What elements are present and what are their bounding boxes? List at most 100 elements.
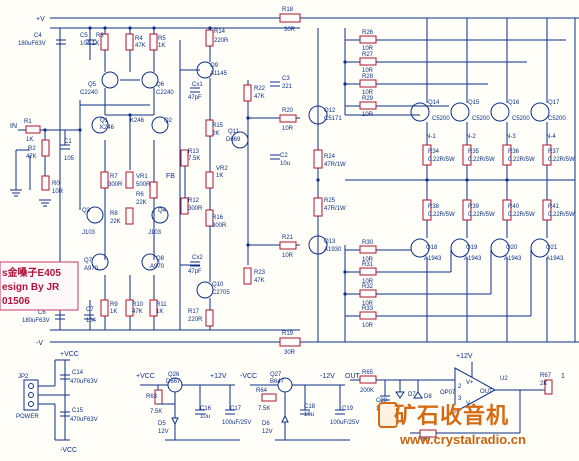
transistor-Q16: Q16 C5200 N-3: [490, 100, 530, 140]
transistor-Q12: Q12 C5171: [308, 105, 342, 125]
svg-text:10R: 10R: [362, 112, 374, 118]
resistor-R35: R35 0.22R/5W: [462, 144, 495, 166]
svg-text:1K: 1K: [92, 41, 99, 47]
transistor-Q2: Q2 K246: [130, 116, 173, 134]
output-pin-label: 1: [561, 373, 565, 380]
svg-text:0.22R/5W: 0.22R/5W: [548, 157, 575, 163]
svg-text:R5: R5: [158, 36, 166, 42]
svg-text:C2240: C2240: [80, 90, 98, 96]
svg-text:A1943: A1943: [546, 256, 564, 262]
resistor-R9: R9 1K: [100, 299, 118, 317]
transistor-Q13: Q13 A1930: [308, 235, 342, 255]
resistor-R19: R19 30R: [279, 331, 301, 356]
resistor-R13: R13 7.5K: [180, 149, 200, 167]
svg-text:200K: 200K: [360, 388, 374, 394]
svg-text:Q9: Q9: [210, 63, 219, 69]
svg-text:47K: 47K: [254, 278, 265, 284]
svg-text:D6: D6: [262, 421, 270, 427]
svg-text:22K: 22K: [110, 219, 121, 225]
transistor-Q21: Q21 A1943: [530, 238, 564, 262]
transistor-Q19: Q19 A1943: [450, 238, 482, 262]
svg-text:10R: 10R: [362, 90, 374, 96]
svg-text:OUT: OUT: [480, 389, 493, 395]
svg-text:R18: R18: [282, 7, 294, 13]
svg-text:47pF: 47pF: [188, 269, 202, 275]
svg-text:U2: U2: [500, 376, 508, 382]
resistor-R22: R22 47K: [243, 84, 266, 102]
resistor-R18: R18 30R: [279, 7, 301, 33]
svg-text:R29: R29: [362, 96, 374, 102]
resistor-R36: R36 0.22R/5W: [502, 144, 535, 166]
bottom-stage-wires: [104, 275, 155, 330]
svg-text:R22: R22: [254, 86, 266, 92]
svg-text:V-: V-: [466, 401, 472, 407]
svg-text:R31: R31: [362, 262, 374, 268]
svg-text:R33: R33: [362, 306, 374, 312]
resistor-R30: R30 10R: [359, 240, 377, 263]
capacitor-C2: C2 10u: [270, 153, 290, 167]
svg-text:R23: R23: [254, 270, 266, 276]
svg-text:R14: R14: [214, 29, 226, 35]
svg-text:Cx1: Cx1: [192, 82, 203, 88]
resistor-R1: R1 1K: [24, 119, 41, 143]
svg-text:10R: 10R: [362, 257, 374, 263]
svg-text:C19: C19: [342, 406, 354, 412]
svg-text:D7: D7: [408, 392, 416, 398]
svg-text:R1: R1: [24, 119, 32, 125]
capacitor-C4: C4 180uF63V: [18, 33, 66, 47]
svg-text:10R: 10R: [362, 68, 374, 74]
svg-text:R13: R13: [188, 149, 200, 155]
resistor-R16: R16 300R: [205, 209, 227, 229]
svg-text:1K: 1K: [156, 309, 163, 315]
svg-text:0.22R/5W: 0.22R/5W: [428, 157, 455, 163]
svg-text:47K: 47K: [26, 154, 37, 160]
svg-text:D669: D669: [226, 137, 241, 143]
svg-text:0.22R/5W: 0.22R/5W: [468, 157, 495, 163]
resistor-R24: R24 47R/1W: [313, 149, 346, 169]
svg-text:0.22R/5W: 0.22R/5W: [508, 157, 535, 163]
transistor-Q20: Q20 A1943: [490, 238, 522, 262]
svg-text:C18: C18: [304, 404, 316, 410]
reg12-wires: [140, 384, 240, 441]
output-top-wires: [345, 18, 575, 238]
vas-wires: [184, 28, 300, 330]
transistor-Q27: Q27 B647: [270, 372, 293, 393]
resistor-R7: R7 300R: [100, 171, 123, 189]
plus-vcc-label-reg: +VCC: [136, 373, 155, 380]
potentiometer-VR2: VR2 1K: [205, 166, 228, 189]
svg-text:Q14: Q14: [428, 100, 440, 106]
resistor-R32: R32 10R: [359, 284, 377, 307]
capacitor-C3: C3 221: [270, 76, 293, 90]
svg-text:C15: C15: [72, 408, 84, 414]
svg-text:C2: C2: [280, 153, 288, 159]
svg-text:R10: R10: [132, 302, 144, 308]
svg-text:470uF63V: 470uF63V: [70, 417, 98, 423]
ground-symbol: [10, 189, 22, 197]
svg-text:N-3: N-3: [506, 134, 516, 140]
svg-text:C2240: C2240: [156, 90, 174, 96]
zener-D6: D6 12V: [262, 414, 289, 435]
svg-text:47K: 47K: [135, 43, 146, 49]
resistor-R8: R8 22K: [110, 207, 134, 225]
svg-text:R20: R20: [282, 108, 294, 114]
svg-text:A970: A970: [84, 266, 99, 272]
svg-text:C14: C14: [72, 370, 84, 376]
svg-text:C5200: C5200: [548, 116, 566, 122]
resistor-R41: R41 0.22R/5W: [542, 199, 575, 221]
transistor-Q17: Q17 C5200 N-4: [530, 100, 566, 140]
svg-text:R12: R12: [188, 198, 200, 204]
svg-text:500R: 500R: [136, 182, 151, 188]
svg-text:10u: 10u: [280, 161, 290, 167]
resistor-R21: R21 10R: [279, 235, 297, 259]
resistor-R34: R34 0.22R/5W: [422, 144, 455, 166]
svg-text:R11: R11: [156, 302, 167, 308]
svg-text:A970: A970: [150, 264, 165, 270]
svg-text:47R/1W: 47R/1W: [324, 206, 346, 212]
svg-text:A1943: A1943: [504, 256, 522, 262]
svg-text:C3: C3: [282, 76, 290, 82]
svg-text:JP2: JP2: [18, 374, 29, 380]
capacitor-C18: C18 10u: [300, 404, 316, 418]
svg-text:22K: 22K: [136, 200, 147, 206]
capacitor-C17: C17 100uF/25V: [222, 406, 251, 426]
svg-text:C5200: C5200: [472, 116, 490, 122]
